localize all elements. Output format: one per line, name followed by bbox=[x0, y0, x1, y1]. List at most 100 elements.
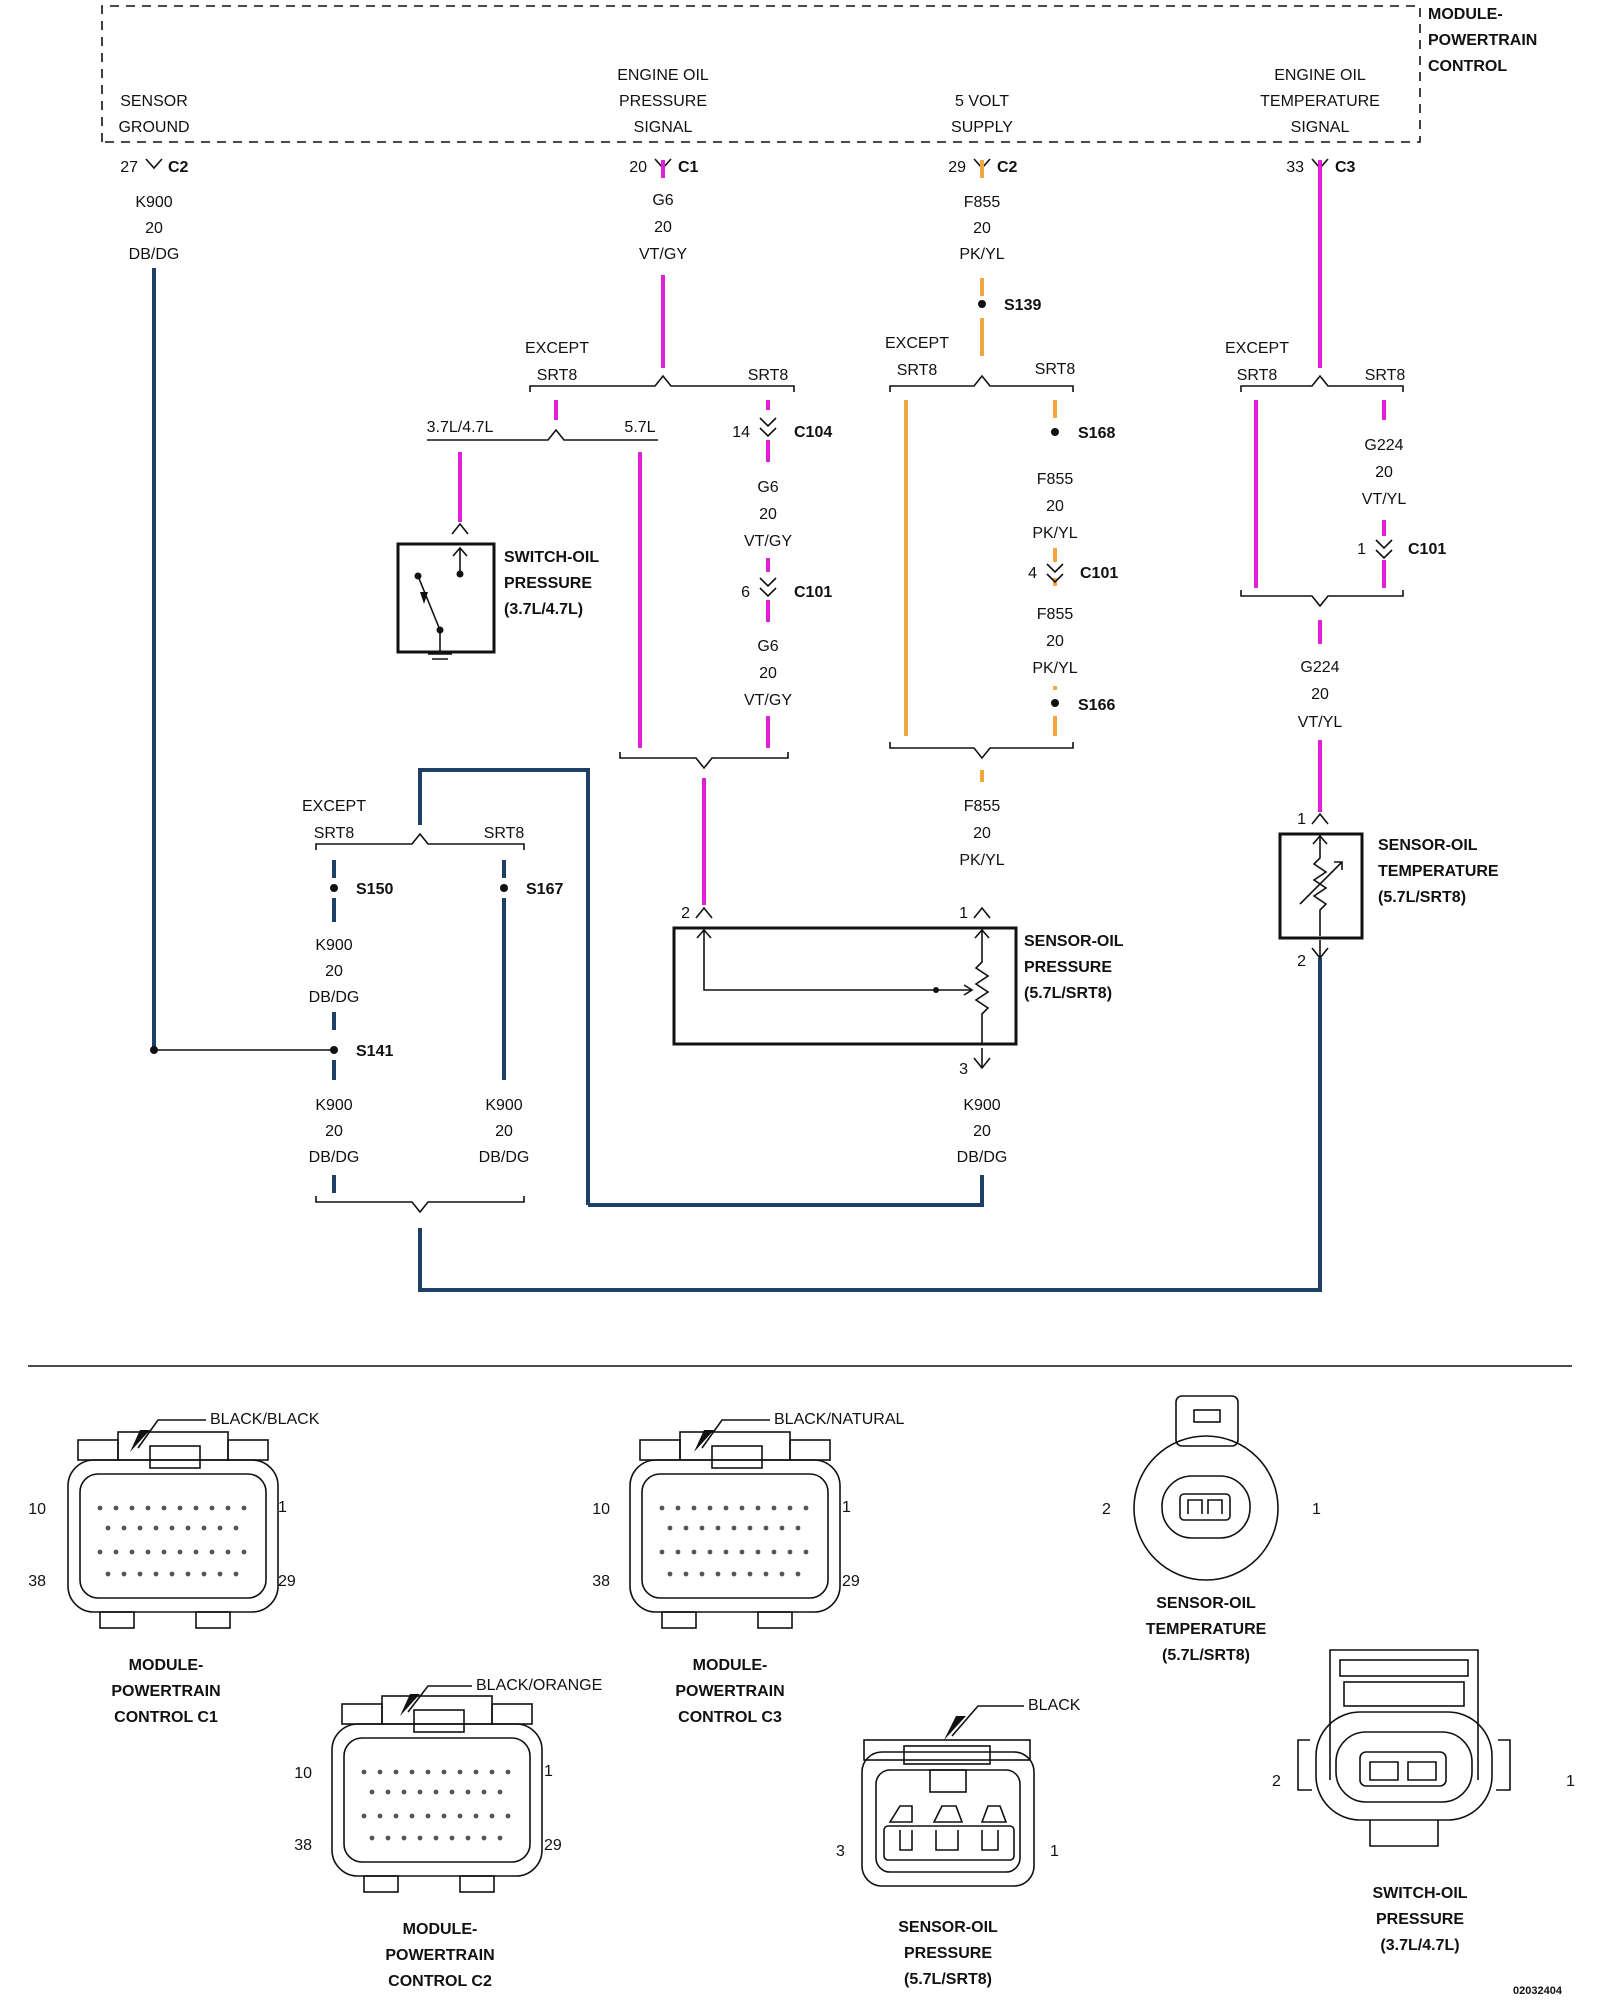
cv-temp-p1: 1 bbox=[1312, 1501, 1321, 1518]
cv-press-p1: 1 bbox=[1050, 1843, 1059, 1860]
ic-c101-f855: C101 bbox=[1080, 565, 1118, 582]
br-f855-srt8: SRT8 bbox=[1035, 361, 1076, 378]
wl-k900e-3: DB/DG bbox=[957, 1149, 1008, 1166]
wl-k900b-3: DB/DG bbox=[309, 989, 360, 1006]
wl-k900c-3: DB/DG bbox=[309, 1149, 360, 1166]
splice-s166: S166 bbox=[1078, 697, 1115, 714]
connector-view-c2: BLACK/ORANGE 10 1 38 29 MODULE- POWERTRA… bbox=[294, 1677, 602, 1990]
wl-k900-1: K900 bbox=[135, 194, 172, 211]
cv-c3-p38: 38 bbox=[592, 1573, 610, 1590]
wl-f855d-3: PK/YL bbox=[959, 852, 1004, 869]
wl-k900b-2: 20 bbox=[325, 963, 343, 980]
cv-c2-p10: 10 bbox=[294, 1765, 312, 1782]
sensor-oil-temperature: 1 2 SENSOR-OIL TEMPERATURE (5.7L/SRT8) bbox=[1278, 811, 1499, 970]
cv-switch-l2: PRESSURE bbox=[1376, 1911, 1464, 1928]
pcm-title-2: POWERTRAIN bbox=[1428, 32, 1537, 49]
wl-f855d-2: 20 bbox=[973, 825, 991, 842]
sp-label-2: PRESSURE bbox=[1024, 959, 1112, 976]
pcm-signal-labels: SENSOR GROUND ENGINE OIL PRESSURE SIGNAL… bbox=[118, 67, 1379, 136]
splice-s141: S141 bbox=[356, 1043, 393, 1060]
cv-c2-p38: 38 bbox=[294, 1837, 312, 1854]
cv-c3-p29: 29 bbox=[842, 1573, 860, 1590]
cv-switch-p1: 1 bbox=[1566, 1773, 1575, 1790]
cv-temp-l1: SENSOR-OIL bbox=[1156, 1595, 1256, 1612]
br-k900-except-srt8: SRT8 bbox=[314, 825, 355, 842]
wl-g224b-1: G224 bbox=[1300, 659, 1339, 676]
cv-c3-color: BLACK/NATURAL bbox=[774, 1411, 905, 1428]
figure-id: 02032404 bbox=[1513, 1985, 1563, 1997]
cv-c1-color: BLACK/BLACK bbox=[210, 1411, 320, 1428]
wl-k900d-3: DB/DG bbox=[479, 1149, 530, 1166]
wl-g6-1: G6 bbox=[652, 192, 673, 209]
sp-label-1: SENSOR-OIL bbox=[1024, 933, 1124, 950]
sp-pin-2: 2 bbox=[681, 905, 690, 922]
connector-view-oil-switch: 2 1 SWITCH-OIL PRESSURE (3.7L/4.7L) bbox=[1272, 1649, 1575, 1954]
label-temp-signal: SIGNAL bbox=[1291, 119, 1350, 136]
conn-c1: C1 bbox=[678, 159, 699, 176]
cv-c2-color: BLACK/ORANGE bbox=[476, 1677, 602, 1694]
label-supply: SUPPLY bbox=[951, 119, 1013, 136]
wl-g224a-1: G224 bbox=[1364, 437, 1403, 454]
wl-f855c-3: PK/YL bbox=[1032, 660, 1077, 677]
wire-labels: K900 20 DB/DG G6 20 VT/GY F855 20 PK/YL … bbox=[129, 192, 1407, 1166]
switch-oil-pressure: SWITCH-OIL PRESSURE (3.7L/4.7L) bbox=[396, 522, 599, 660]
wl-g6c-1: G6 bbox=[757, 638, 778, 655]
br-k900-except: EXCEPT bbox=[302, 798, 366, 815]
cv-c3-l2: POWERTRAIN bbox=[675, 1683, 784, 1700]
st-label-2: TEMPERATURE bbox=[1378, 863, 1499, 880]
wl-g6-3: VT/GY bbox=[639, 246, 687, 263]
br-g6-except-srt8: SRT8 bbox=[537, 367, 578, 384]
cv-c2-l2: POWERTRAIN bbox=[385, 1947, 494, 1964]
cv-c1-p1: 1 bbox=[278, 1499, 287, 1516]
br-g6-srt8: SRT8 bbox=[748, 367, 789, 384]
cv-temp-l2: TEMPERATURE bbox=[1146, 1621, 1267, 1638]
wl-g224b-2: 20 bbox=[1311, 686, 1329, 703]
br-f855-except: EXCEPT bbox=[885, 335, 949, 352]
wl-k900d-2: 20 bbox=[495, 1123, 513, 1140]
cv-c1-l3: CONTROL C1 bbox=[114, 1709, 218, 1726]
switch-label-1: SWITCH-OIL bbox=[504, 549, 599, 566]
sensor-oil-pressure: 2 1 3 SENSOR-OIL PRESSURE (5.7L/SRT8) bbox=[672, 905, 1124, 1078]
st-label-3: (5.7L/SRT8) bbox=[1378, 889, 1466, 906]
br-g224-srt8: SRT8 bbox=[1365, 367, 1406, 384]
pcm-title-1: MODULE- bbox=[1428, 6, 1503, 23]
wl-k900-3: DB/DG bbox=[129, 246, 180, 263]
conn-c2-b: C2 bbox=[997, 159, 1018, 176]
br-37: 3.7L/4.7L bbox=[427, 419, 494, 436]
label-ground: GROUND bbox=[118, 119, 189, 136]
cv-press-color: BLACK bbox=[1028, 1697, 1081, 1714]
wl-g6b-1: G6 bbox=[757, 479, 778, 496]
switch-label-2: PRESSURE bbox=[504, 575, 592, 592]
cv-c2-p1: 1 bbox=[544, 1763, 553, 1780]
splices: S139 S168 S166 S150 S167 S141 bbox=[150, 297, 1115, 1060]
wl-g6b-3: VT/GY bbox=[744, 533, 792, 550]
wl-k900e-1: K900 bbox=[963, 1097, 1000, 1114]
cv-switch-l1: SWITCH-OIL bbox=[1372, 1885, 1467, 1902]
cv-temp-p2: 2 bbox=[1102, 1501, 1111, 1518]
cv-c1-p38: 38 bbox=[28, 1573, 46, 1590]
splice-s167: S167 bbox=[526, 881, 563, 898]
br-57: 5.7L bbox=[624, 419, 655, 436]
wl-k900b-1: K900 bbox=[315, 937, 352, 954]
cv-press-l3: (5.7L/SRT8) bbox=[904, 1971, 992, 1988]
wire-k900-loop-upper bbox=[418, 768, 590, 1205]
pin-27: 27 bbox=[120, 159, 138, 176]
sp-pin-1: 1 bbox=[959, 905, 968, 922]
br-g224-except: EXCEPT bbox=[1225, 340, 1289, 357]
cv-press-p3: 3 bbox=[836, 1843, 845, 1860]
conn-c2-a: C2 bbox=[168, 159, 189, 176]
wl-k900-2: 20 bbox=[145, 220, 163, 237]
ic-c101-g224: C101 bbox=[1408, 541, 1446, 558]
cv-c3-p10: 10 bbox=[592, 1501, 610, 1518]
connector-view-c3: BLACK/NATURAL 10 1 38 29 MODULE- POWERTR… bbox=[592, 1411, 904, 1726]
st-pin-2: 2 bbox=[1297, 953, 1306, 970]
wire-k900-temp-return bbox=[418, 958, 1322, 1292]
wl-k900c-1: K900 bbox=[315, 1097, 352, 1114]
ic-c101-g224-pin: 1 bbox=[1357, 541, 1366, 558]
cv-c2-p29: 29 bbox=[544, 1837, 562, 1854]
st-pin-1: 1 bbox=[1297, 811, 1306, 828]
ic-c101-g6-pin: 6 bbox=[741, 584, 750, 601]
cv-temp-l3: (5.7L/SRT8) bbox=[1162, 1647, 1250, 1664]
connector-view-c1: BLACK/BLACK 10 1 38 29 MODULE- POWERTRAI… bbox=[28, 1411, 320, 1726]
wl-f855b-1: F855 bbox=[1037, 471, 1074, 488]
